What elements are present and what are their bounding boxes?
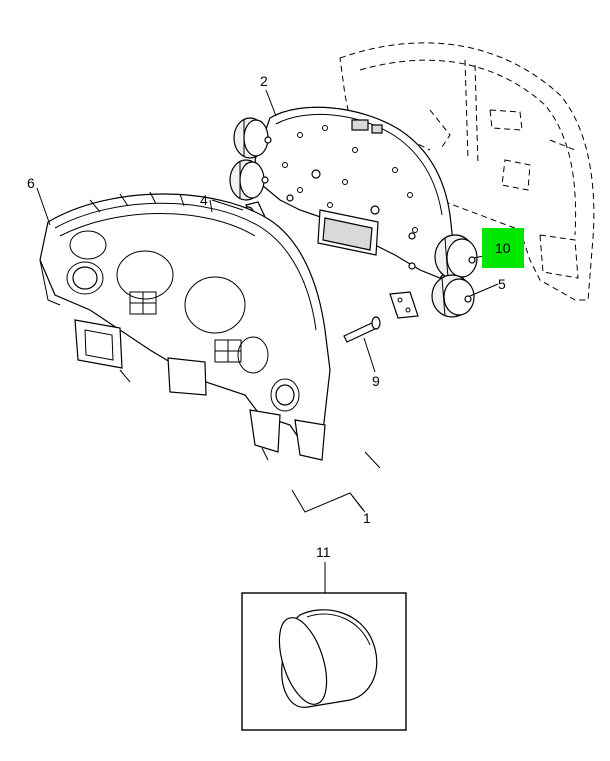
callout-1: 1 bbox=[363, 510, 371, 526]
rear-housing-dashed bbox=[339, 42, 595, 301]
cluster-bezel bbox=[39, 191, 331, 461]
leader-lines bbox=[36, 89, 499, 593]
callout-11: 11 bbox=[316, 544, 331, 560]
board-screws bbox=[286, 169, 416, 270]
small-gauge-top bbox=[233, 117, 272, 159]
circuit-board bbox=[254, 106, 456, 279]
highlight-box-10[interactable] bbox=[482, 228, 524, 268]
callout-2: 2 bbox=[260, 73, 268, 89]
detail-box-item-11 bbox=[241, 592, 407, 731]
gauge-item-10 bbox=[434, 234, 478, 280]
callout-9: 9 bbox=[372, 373, 380, 389]
connector-block bbox=[389, 291, 419, 319]
lcd-display bbox=[317, 209, 379, 256]
callout-5: 5 bbox=[498, 276, 506, 292]
gauge-item-5 bbox=[431, 274, 475, 318]
gauge-detail-item-11 bbox=[278, 609, 378, 708]
callout-10: 10 bbox=[495, 240, 511, 256]
callout-6: 6 bbox=[27, 175, 35, 191]
pin-item-9 bbox=[343, 316, 381, 343]
callout-4: 4 bbox=[200, 192, 208, 208]
small-gauge-bottom bbox=[229, 159, 269, 201]
